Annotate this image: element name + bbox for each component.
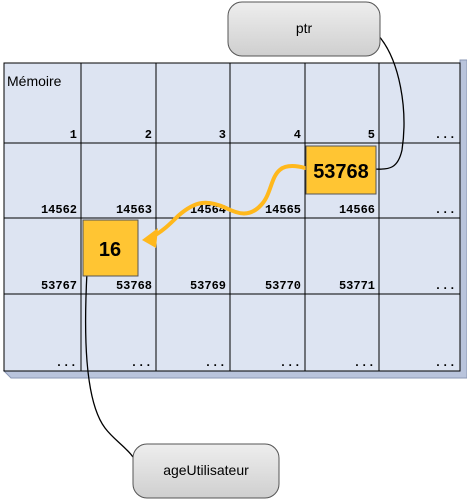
cell-address-label: 14566	[339, 203, 375, 217]
memory-cell	[378, 217, 461, 295]
ptr-label: ptr	[296, 20, 313, 36]
cell-address-label: ...	[279, 356, 301, 370]
pointer-arrow	[148, 164, 307, 240]
pointer-value: 53768	[313, 161, 369, 183]
memory-cell	[378, 142, 461, 219]
memory-cell	[155, 217, 231, 295]
memory-cell	[3, 217, 82, 295]
memory-cell	[378, 62, 461, 144]
cell-address-label: 3	[219, 128, 226, 142]
pointer-value-box	[305, 145, 377, 195]
memory-title: Mémoire	[7, 73, 62, 89]
cell-address-label: 14565	[265, 203, 301, 217]
cell-address-label: ...	[434, 356, 456, 370]
variable-value-box	[82, 219, 139, 277]
cell-address-label: 53768	[116, 279, 152, 293]
variable-value: 16	[99, 239, 121, 261]
memory-cell	[304, 62, 380, 144]
cell-address-label: ...	[434, 128, 456, 142]
cell-address-label: 1	[70, 128, 77, 142]
cell-address-label: 2	[145, 128, 152, 142]
ptr-bubble	[227, 1, 381, 57]
cell-address-label: ...	[55, 356, 77, 370]
cell-address-label: ...	[204, 356, 226, 370]
age-connector	[84, 271, 134, 458]
cell-address-label: ...	[434, 279, 456, 293]
memory-cell	[155, 293, 231, 372]
age-bubble	[132, 443, 280, 499]
arrowhead	[142, 228, 158, 248]
cell-address-label: 14562	[41, 203, 77, 217]
memory-cell	[80, 62, 157, 144]
cell-address-label: 53770	[265, 279, 301, 293]
memory-cell	[378, 293, 461, 372]
cell-address-label: 53769	[190, 279, 226, 293]
memory-cell	[80, 142, 157, 219]
cell-address-label: 4	[294, 128, 301, 142]
cell-address-label: ...	[353, 356, 375, 370]
cell-address-label: ...	[130, 356, 152, 370]
memory-cell	[304, 293, 380, 372]
memory-cell	[229, 217, 306, 295]
memory-cell	[229, 293, 306, 372]
memory-cell	[3, 293, 82, 372]
age-label: ageUtilisateur	[163, 462, 249, 478]
cell-address-label: 53771	[339, 279, 375, 293]
memory-cell	[3, 62, 82, 144]
memory-cell	[3, 142, 82, 219]
cell-address-label: 53767	[41, 279, 77, 293]
cell-address-label: 14563	[116, 203, 152, 217]
cell-address-label: 5	[368, 128, 375, 142]
ptr-connector	[373, 34, 405, 170]
cell-address-label: ...	[434, 203, 456, 217]
memory-cell	[80, 293, 157, 372]
memory-cell	[229, 62, 306, 144]
memory-cell	[304, 217, 380, 295]
